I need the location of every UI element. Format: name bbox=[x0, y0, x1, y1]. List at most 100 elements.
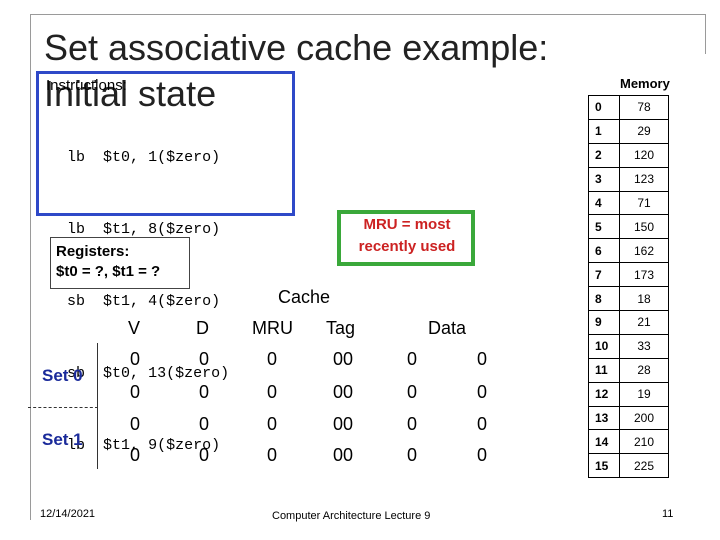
cache-header-v: V bbox=[128, 318, 141, 338]
cache-cell-tag: 00 bbox=[332, 349, 354, 369]
set-1-label: Set 1 bbox=[42, 430, 83, 449]
cache-title: Cache bbox=[278, 287, 331, 307]
cache-cell-data: 0 bbox=[476, 414, 487, 434]
page-number: 11 bbox=[662, 508, 674, 520]
instruction-line: sb $t1, 4($zero) bbox=[67, 293, 221, 310]
memory-address: 15 bbox=[588, 453, 620, 479]
cache-cell-mru: 0 bbox=[266, 414, 277, 434]
memory-address: 12 bbox=[588, 381, 620, 407]
slide-frame-top bbox=[30, 14, 705, 15]
registers-values: $t0 = ?, $t1 = ? bbox=[56, 263, 161, 280]
memory-value: 78 bbox=[619, 95, 669, 120]
memory-address: 3 bbox=[588, 166, 620, 192]
cache-cell-data: 0 bbox=[406, 414, 417, 434]
memory-address: 4 bbox=[588, 190, 620, 216]
memory-value: 200 bbox=[619, 405, 669, 431]
memory-address: 9 bbox=[588, 310, 620, 335]
memory-value: 19 bbox=[619, 381, 669, 407]
memory-address: 7 bbox=[588, 262, 620, 288]
slide-title: Set associative cache example: bbox=[44, 27, 549, 68]
cache-cell-mru: 0 bbox=[266, 382, 277, 402]
memory-value: 225 bbox=[619, 453, 669, 479]
memory-address: 0 bbox=[588, 95, 620, 120]
instructions-box bbox=[36, 71, 295, 216]
memory-address: 1 bbox=[588, 118, 620, 144]
registers-box bbox=[50, 237, 190, 289]
cache-header-d: D bbox=[196, 318, 209, 338]
cache-cell-mru: 0 bbox=[266, 445, 277, 465]
cache-header-data: Data bbox=[428, 318, 467, 338]
footer-lecture-title: Computer Architecture Lecture 9 bbox=[272, 510, 431, 522]
memory-value: 33 bbox=[619, 333, 669, 359]
instruction-line: lb $t1, 8($zero) bbox=[67, 221, 221, 238]
cache-cell-d: 0 bbox=[198, 414, 209, 434]
cache-left-border bbox=[97, 343, 98, 469]
cache-cell-d: 0 bbox=[198, 349, 209, 369]
instruction-list: lb $t0, 1($zero) lb $t1, 8($zero) sb $t1… bbox=[67, 98, 229, 482]
cache-cell-data: 0 bbox=[476, 382, 487, 402]
memory-value: 210 bbox=[619, 429, 669, 455]
memory-value: 123 bbox=[619, 166, 669, 192]
slide-subtitle: Initial state bbox=[44, 73, 217, 114]
cache-cell-v: 0 bbox=[129, 349, 140, 369]
memory-address: 5 bbox=[588, 214, 620, 240]
memory-value: 173 bbox=[619, 262, 669, 288]
cache-cell-data: 0 bbox=[476, 445, 487, 465]
mru-callout-box bbox=[337, 210, 475, 266]
instruction-line: lb $t1, 9($zero) bbox=[67, 437, 221, 454]
cache-cell-tag: 00 bbox=[332, 445, 354, 465]
cache-cell-v: 0 bbox=[129, 382, 140, 402]
memory-address: 14 bbox=[588, 429, 620, 455]
memory-address: 8 bbox=[588, 286, 620, 312]
memory-value: 29 bbox=[619, 118, 669, 144]
cache-header-mru: MRU bbox=[252, 318, 293, 338]
memory-address: 11 bbox=[588, 357, 620, 383]
cache-cell-data: 0 bbox=[476, 349, 487, 369]
instructions-heading: Instructions: bbox=[46, 77, 127, 94]
registers-panel: Registers: $t0 = ?, $t1 = ? bbox=[56, 242, 160, 282]
cache-cell-tag: 00 bbox=[332, 414, 354, 434]
instruction-line: lb $t0, 1($zero) bbox=[67, 149, 221, 166]
cache-header-tag: Tag bbox=[326, 318, 356, 338]
slide-frame-left bbox=[30, 14, 31, 520]
memory-value: 71 bbox=[619, 190, 669, 216]
cache-cell-data: 0 bbox=[406, 382, 417, 402]
cache-cell-d: 0 bbox=[198, 382, 209, 402]
cache-cell-d: 0 bbox=[198, 445, 209, 465]
memory-value: 162 bbox=[619, 238, 669, 264]
set-0-label: Set 0 bbox=[42, 366, 83, 385]
cache-cell-mru: 0 bbox=[266, 349, 277, 369]
cache-cell-v: 0 bbox=[129, 414, 140, 434]
slide-frame-right bbox=[705, 14, 706, 54]
memory-value: 28 bbox=[619, 357, 669, 383]
memory-address: 10 bbox=[588, 333, 620, 359]
cache-cell-tag: 00 bbox=[332, 382, 354, 402]
memory-value: 21 bbox=[619, 310, 669, 335]
memory-address: 13 bbox=[588, 405, 620, 431]
instruction-line: sb $t0, 13($zero) bbox=[67, 365, 230, 382]
memory-value: 150 bbox=[619, 214, 669, 240]
memory-address: 6 bbox=[588, 238, 620, 264]
registers-heading: Registers: bbox=[56, 243, 130, 260]
memory-title: Memory bbox=[620, 76, 670, 91]
footer-date: 12/14/2021 bbox=[40, 508, 96, 520]
memory-address: 2 bbox=[588, 142, 620, 168]
set-divider bbox=[28, 407, 98, 408]
